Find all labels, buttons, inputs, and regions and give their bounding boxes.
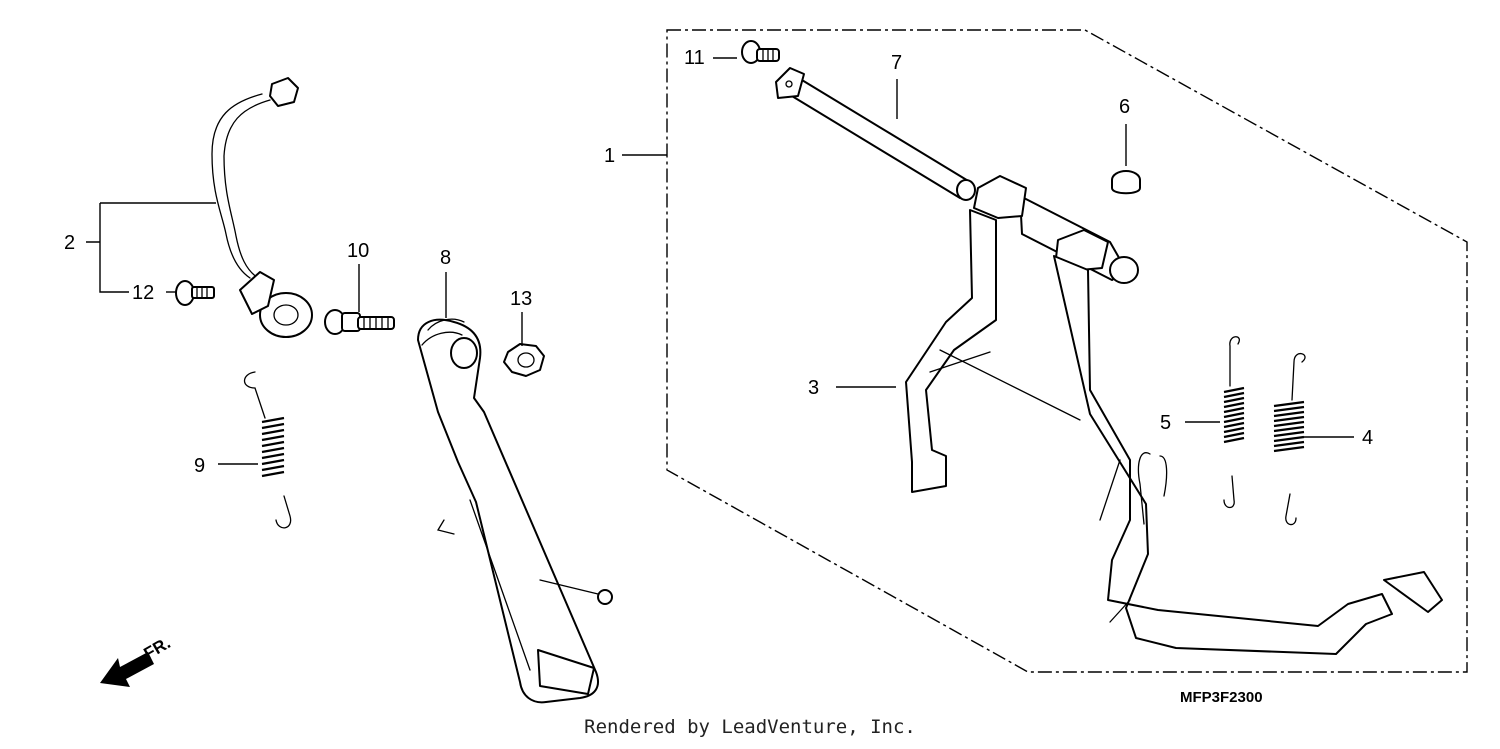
- callout-10: 10: [347, 240, 369, 262]
- callout-7: 7: [891, 52, 902, 74]
- nut-part[interactable]: [503, 343, 545, 377]
- leader-lines: [86, 57, 1354, 465]
- callout-5: 5: [1160, 412, 1171, 434]
- screw-part[interactable]: [175, 280, 215, 306]
- callout-8: 8: [440, 247, 451, 269]
- callout-12: 12: [132, 282, 154, 304]
- callout-11: 11: [684, 47, 705, 69]
- collar-part[interactable]: [1111, 170, 1141, 195]
- main-stand-spring-outer-part[interactable]: [1273, 353, 1306, 526]
- front-direction-arrow-icon: [100, 652, 154, 687]
- callout-9: 9: [194, 455, 205, 477]
- callout-4: 4: [1362, 427, 1373, 449]
- callout-6: 6: [1119, 96, 1130, 118]
- pivot-pipe-part[interactable]: [775, 67, 976, 201]
- main-stand-spring-inner-part[interactable]: [1223, 336, 1245, 509]
- mounting-bolt-part[interactable]: [741, 40, 780, 64]
- callout-3: 3: [808, 377, 819, 399]
- rendered-by-credit: Rendered by LeadVenture, Inc.: [584, 716, 916, 738]
- side-stand-part[interactable]: [417, 318, 613, 704]
- callout-2: 2: [64, 232, 75, 254]
- side-stand-spring-part[interactable]: [243, 371, 292, 529]
- callout-1: 1: [604, 145, 615, 167]
- kit-boundary: [666, 29, 1468, 673]
- callout-13: 13: [510, 288, 532, 310]
- side-stand-switch-part[interactable]: [211, 77, 313, 338]
- diagram-code: MFP3F2300: [1180, 689, 1263, 706]
- main-stand-part[interactable]: [905, 175, 1443, 655]
- pivot-bolt-part[interactable]: [324, 309, 395, 335]
